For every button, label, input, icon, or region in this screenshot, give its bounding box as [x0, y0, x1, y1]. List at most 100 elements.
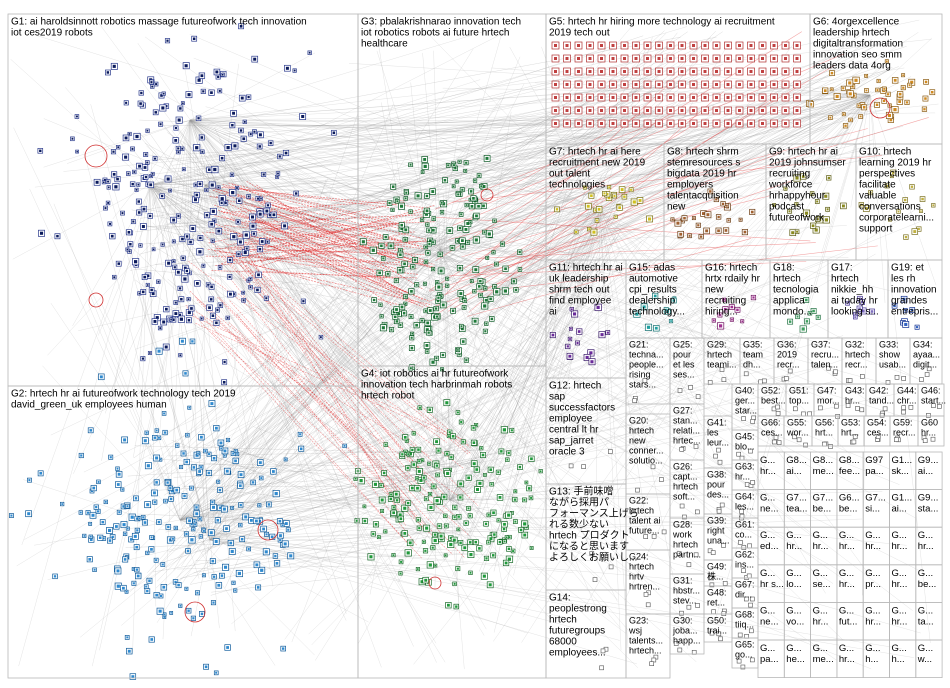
node-2614 — [739, 509, 745, 514]
edge-583 — [181, 144, 464, 519]
node-2009 — [826, 208, 829, 211]
group-label-line: technologies — [549, 180, 605, 191]
edge-449 — [149, 184, 350, 329]
node-2367 — [657, 96, 661, 99]
node-857 — [174, 527, 177, 529]
group-label-line: G15: adas — [629, 263, 675, 274]
node-2159 — [902, 297, 906, 301]
node-2508 — [847, 378, 853, 383]
node-739 — [217, 583, 221, 587]
group-label-line: wsj — [628, 626, 642, 636]
node-2586 — [739, 455, 745, 461]
group-label-line: ces... — [867, 428, 889, 438]
node-2477 — [784, 122, 787, 125]
node-1279 — [426, 251, 429, 254]
edge-836 — [486, 34, 861, 298]
edge-492 — [187, 119, 191, 237]
node-927 — [180, 466, 182, 468]
node-2269 — [600, 70, 603, 73]
edge-517 — [209, 179, 327, 541]
node-1947 — [679, 232, 683, 236]
edge-514 — [179, 519, 496, 533]
node-1809 — [898, 100, 901, 103]
group-label-line: れる数少ない — [549, 518, 609, 531]
node-281 — [135, 134, 139, 139]
node-2247 — [726, 57, 730, 60]
edge-418 — [209, 460, 757, 541]
node-887 — [224, 565, 228, 569]
node-2191 — [657, 44, 661, 47]
small-group-label-line: fee... — [839, 466, 860, 477]
group-label-line: G44: — [897, 386, 917, 396]
node-1673 — [406, 440, 408, 442]
node-1605 — [474, 540, 477, 544]
node-937 — [200, 466, 203, 469]
node-799 — [145, 585, 148, 588]
node-2602 — [875, 434, 881, 439]
node-599 — [207, 471, 211, 475]
node-2459 — [680, 122, 684, 125]
node-1491 — [485, 557, 488, 560]
edge-330 — [129, 94, 871, 271]
edge-51 — [149, 184, 678, 426]
node-947 — [126, 636, 129, 639]
node-1147 — [431, 228, 435, 232]
node-1761 — [373, 482, 377, 486]
edge-787 — [453, 208, 602, 494]
edge-63 — [199, 184, 206, 198]
node-2617 — [747, 543, 752, 549]
edge-397 — [439, 28, 504, 251]
group-label-line: people... — [629, 360, 664, 370]
edge-83 — [439, 171, 769, 251]
node-2169 — [904, 322, 908, 326]
edge-951 — [469, 53, 845, 212]
node-997 — [183, 494, 186, 498]
node-1157 — [458, 353, 461, 356]
node-193 — [251, 224, 255, 228]
group-label-line: les rh — [891, 274, 915, 285]
node-625 — [256, 586, 260, 589]
group-label-line: G30: — [673, 616, 693, 626]
node-1663 — [363, 519, 367, 523]
node-2516 — [659, 477, 664, 482]
edge-541 — [249, 162, 457, 261]
node-1329 — [425, 328, 429, 332]
node-2457 — [669, 122, 672, 125]
node-2211 — [772, 44, 776, 47]
node-693 — [27, 512, 31, 516]
edge-60 — [18, 184, 151, 667]
node-2563 — [775, 410, 781, 416]
node-2055 — [600, 333, 604, 337]
edge-485 — [410, 82, 451, 501]
node-583 — [170, 612, 172, 614]
small-group-label-line: G... — [839, 568, 854, 579]
small-group-label-line: G... — [760, 568, 775, 579]
node-717 — [281, 524, 284, 526]
node-2263 — [565, 70, 569, 73]
edge-183 — [149, 90, 889, 186]
group-label-line: G40: — [735, 386, 755, 396]
edge-719 — [450, 107, 675, 180]
node-1843 — [829, 116, 832, 119]
node-369 — [166, 177, 170, 181]
node-1485 — [420, 580, 424, 584]
node-285 — [139, 102, 142, 105]
node-1883 — [590, 194, 593, 197]
node-2173 — [554, 44, 557, 47]
edge-509 — [449, 421, 660, 501]
node-2559 — [750, 419, 756, 424]
small-group-label-line: G... — [918, 605, 933, 616]
node-1321 — [435, 315, 438, 318]
node-2093 — [642, 305, 646, 309]
edge-292 — [449, 315, 835, 501]
node-753 — [53, 575, 57, 578]
node-1317 — [518, 251, 521, 254]
node-1535 — [448, 469, 451, 471]
self-loop-2 — [257, 519, 279, 541]
edge-714 — [486, 121, 720, 305]
edge-57 — [135, 94, 871, 350]
edge-723 — [138, 126, 655, 255]
group-label-line: hrtech — [629, 506, 654, 516]
